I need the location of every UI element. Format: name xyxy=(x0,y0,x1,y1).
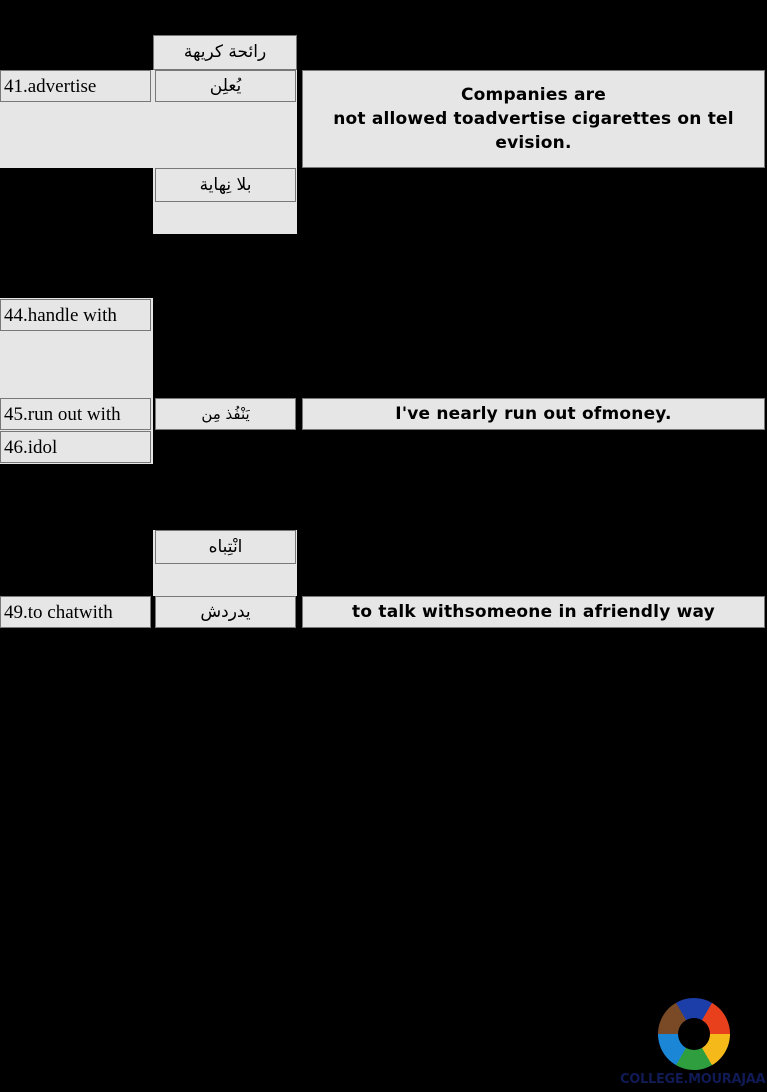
example-line-2: not allowed toadvertise cigarettes on te… xyxy=(333,108,734,129)
word-cell-row-46: 46.idol xyxy=(0,431,151,463)
donut-logo-hole xyxy=(678,1018,710,1050)
site-watermark: COLLEGE.MOURAJAA.COM xyxy=(620,984,767,1092)
meaning-cell-row-45: يَنْفُذ مِن xyxy=(155,398,296,430)
meaning-cell-row-49: يدردش xyxy=(155,596,296,628)
example-cell-row-45: I've nearly run out ofmoney. xyxy=(302,398,765,430)
word-cell-row-44: 44.handle with xyxy=(0,299,151,331)
example-line-1: Companies are xyxy=(461,84,606,105)
watermark-site-url: COLLEGE.MOURAJAA.COM xyxy=(620,1072,767,1087)
example-cell-row-49: to talk withsomeone in afriendly way xyxy=(302,596,765,628)
word-cell-row-41: 41.advertise xyxy=(0,70,151,102)
example-line-3: evision. xyxy=(495,133,572,154)
meaning-cell-row-40: رائحة كريهة xyxy=(153,35,297,70)
meaning-cell-row-48: انْتِباه xyxy=(155,530,296,564)
word-cell-row-49: 49.to chatwith xyxy=(0,596,151,628)
meaning-cell-row-41: يُعلِن xyxy=(155,70,296,102)
example-cell-row-41: Companies are not allowed toadvertise ci… xyxy=(302,70,765,168)
word-cell-row-45: 45.run out with xyxy=(0,398,151,430)
meaning-cell-row-43: بلا نِهاية xyxy=(155,168,296,202)
